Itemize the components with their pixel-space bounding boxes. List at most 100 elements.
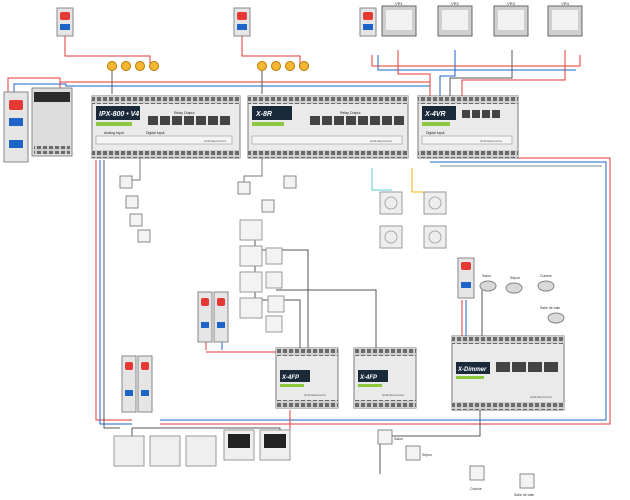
x8r-brand: GCE Electronics xyxy=(370,139,393,143)
wall-switch-icon xyxy=(261,199,275,213)
breaker-top-1 xyxy=(56,7,74,37)
shutter-4: VR4 xyxy=(547,1,583,37)
wall-switch-icon xyxy=(137,229,151,243)
spot-sdb: Salle de bain xyxy=(540,306,565,324)
x4fp-b-brand: GCE Electronics xyxy=(382,393,405,397)
bottom-devices xyxy=(113,429,291,467)
dimmer-button-sdb: Salle de bain xyxy=(514,473,535,497)
shutter-2: VR2 xyxy=(437,1,473,37)
spot-sejour-label: Séjour xyxy=(510,276,521,280)
bulb-icon xyxy=(135,61,145,71)
wire-shutter-red xyxy=(371,55,581,67)
shutter-group: VR1 VR2 VR3 VR4 xyxy=(381,1,583,37)
wall-switch-icon xyxy=(119,175,133,189)
wire-right-red xyxy=(160,157,611,425)
x4fp-b-title: X-4FP xyxy=(359,375,378,381)
spot-sejour: Séjour xyxy=(505,276,523,294)
shutter-3: VR3 xyxy=(493,1,529,37)
breakers-bottom xyxy=(121,355,153,413)
switch-group-left xyxy=(119,175,151,243)
wire-lamp-group-2 xyxy=(241,35,301,64)
module-x4fp-b: X-4FP GCE Electronics xyxy=(353,347,417,409)
lamp-group-1 xyxy=(107,61,159,71)
wire-ipx-inputs xyxy=(132,158,141,181)
wire-dimmer-buttons xyxy=(379,410,481,474)
ipx-relay-slots xyxy=(148,116,230,125)
x4vr-brand: GCE Electronics xyxy=(480,139,503,143)
x4vr-title: X-4VR xyxy=(424,111,446,118)
heater-icon xyxy=(379,191,403,215)
wall-switch-icon xyxy=(125,195,139,209)
x4vr-slots xyxy=(462,110,500,118)
ipx-title: IPX-800 • V4 xyxy=(99,111,139,118)
heater-group xyxy=(379,191,447,249)
breaker-top-2 xyxy=(233,7,251,37)
spot-cuisine: Cuisine xyxy=(537,274,555,292)
switch-group-mid xyxy=(237,175,297,213)
power-supply xyxy=(31,87,73,157)
wire-shutter-drop-4 xyxy=(461,50,566,96)
shutter-1-label: VR1 xyxy=(395,1,404,6)
x4vr-section-digital: Digital Input xyxy=(426,131,445,135)
wire-left-bus-red xyxy=(95,160,132,421)
x8r-section-relay: Relay Output xyxy=(340,111,360,115)
outlet-box xyxy=(113,435,145,467)
ipx-brand: GCE Electronics xyxy=(204,139,227,143)
wire-shutter-drop-1 xyxy=(397,50,431,96)
dimmer-button-sejour: Séjour xyxy=(405,445,433,461)
breaker-top-3 xyxy=(359,7,377,37)
ipx-section-analog: Analog Input xyxy=(104,131,124,135)
wall-switch-icon xyxy=(129,213,143,227)
breaker-dimmer xyxy=(457,257,475,299)
bulb-icon xyxy=(149,61,159,71)
bulb-icon xyxy=(257,61,267,71)
spot-salon: Salon xyxy=(479,274,497,292)
wire-left-bus-grey xyxy=(103,160,120,429)
xdim-brand: GCE Electronics xyxy=(530,395,553,399)
wire-power-red xyxy=(7,77,430,92)
x4fp-a-title: X-4FP xyxy=(281,375,300,381)
dimmer-button-sejour-label: Séjour xyxy=(422,453,433,457)
dimmer-button-salon: Salon xyxy=(377,429,403,445)
x8r-relay-slots xyxy=(310,116,404,125)
module-x8r: X-8R Relay Output GCE Electronics xyxy=(247,95,409,159)
power-breaker-left xyxy=(3,91,29,163)
wire-bottom-switches xyxy=(132,427,281,436)
shutter-4-label: VR4 xyxy=(561,1,570,6)
wire-shutter-blue xyxy=(377,55,576,71)
wire-right-blue xyxy=(160,161,607,421)
fp-switch-column xyxy=(239,219,285,333)
module-ipx800: IPX-800 • V4 Relay Output Analog Input D… xyxy=(91,95,241,159)
heater-icon xyxy=(379,225,403,249)
xdim-title: X-Dimmer xyxy=(457,367,487,373)
module-x4fp-a: X-4FP GCE Electronics xyxy=(275,347,339,409)
wire-power-blue xyxy=(13,83,430,92)
ipx-section-digital: Digital Input xyxy=(146,131,165,135)
spot-group: Salon Séjour Cuisine Salle de bain xyxy=(479,274,565,324)
wire-shutter-drop-3 xyxy=(449,50,513,96)
wall-switch-icon xyxy=(237,181,251,195)
module-xdimmer: X-Dimmer GCE Electronics xyxy=(451,335,565,411)
wire-left-bus-blue xyxy=(99,160,132,425)
x4fp-a-brand: GCE Electronics xyxy=(304,393,327,397)
bulb-icon xyxy=(107,61,117,71)
dimmer-button-cuisine-label: Cuisine xyxy=(470,487,482,491)
spot-salon-label: Salon xyxy=(482,274,491,278)
wire-lamp-group-1 xyxy=(64,35,151,64)
ipx-section-relay: Relay Output xyxy=(174,111,194,115)
shutter-3-label: VR3 xyxy=(507,1,516,6)
bulb-icon xyxy=(299,61,309,71)
shutter-2-label: VR2 xyxy=(451,1,460,6)
wire-heaters-2 xyxy=(411,168,430,193)
lamp-group-2 xyxy=(257,61,309,71)
spot-cuisine-label: Cuisine xyxy=(540,274,552,278)
heater-icon xyxy=(423,225,447,249)
outlet-box xyxy=(185,435,217,467)
wall-switch-icon xyxy=(283,175,297,189)
bulb-icon xyxy=(271,61,281,71)
bulb-icon xyxy=(285,61,295,71)
shutter-1: VR1 xyxy=(381,1,417,37)
module-x4vr: X-4VR Digital Input GCE Electronics xyxy=(417,95,519,159)
wire-fp-b xyxy=(276,289,377,350)
heater-icon xyxy=(423,191,447,215)
